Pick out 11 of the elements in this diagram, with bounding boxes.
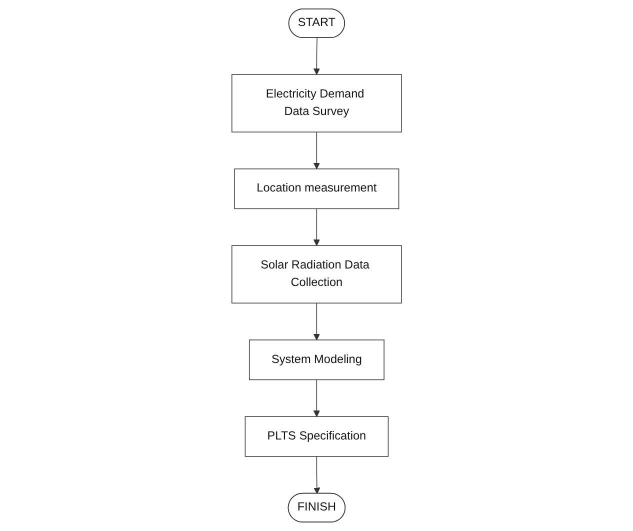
node-box: Location measurement — [234, 168, 399, 210]
arrow — [313, 208, 320, 246]
arrow — [313, 302, 320, 340]
node-box: System Modeling — [248, 340, 384, 380]
arrow — [313, 379, 320, 417]
arrow — [314, 456, 320, 494]
node-box: Solar Radiation Data Collection — [231, 245, 402, 304]
node-box: PLTS Specification — [244, 416, 388, 457]
arrow — [313, 38, 320, 75]
arrow — [313, 132, 320, 170]
node-box: Electricity Demand Data Survey — [231, 74, 402, 132]
